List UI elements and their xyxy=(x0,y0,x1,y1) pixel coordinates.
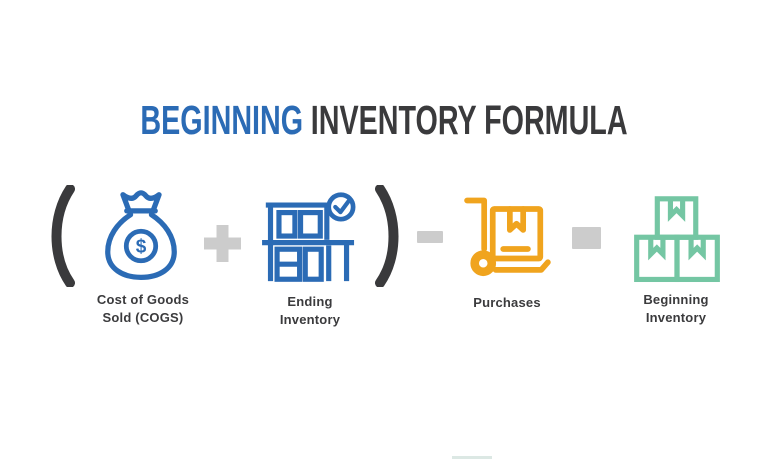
shelf-check-icon xyxy=(262,192,356,282)
plus-icon xyxy=(204,225,241,262)
equals-icon xyxy=(572,227,601,249)
title-rest: INVENTORY FORMULA xyxy=(310,97,628,143)
label-line: Inventory xyxy=(645,310,707,325)
label-line: Beginning xyxy=(643,292,709,307)
title-highlight: BEGINNING xyxy=(140,97,304,143)
watermark-sliver xyxy=(452,456,492,459)
label-line: Cost of Goods xyxy=(96,292,190,307)
dollar-symbol: $ xyxy=(136,237,147,258)
open-paren xyxy=(51,185,75,287)
label-cogs: Cost of Goods Sold (COGS) xyxy=(58,291,228,327)
label-line: Ending xyxy=(287,294,333,309)
minus-icon xyxy=(417,231,443,243)
label-purchases: Purchases xyxy=(446,294,568,312)
close-paren xyxy=(375,185,399,287)
money-bag-icon: $ xyxy=(105,190,177,280)
hand-truck-icon xyxy=(464,197,551,277)
check-badge-circle xyxy=(326,192,356,222)
label-ending-inventory: Ending Inventory xyxy=(250,293,370,329)
check-mark xyxy=(333,199,351,215)
label-line: Inventory xyxy=(279,312,341,327)
label-line: Purchases xyxy=(473,295,541,310)
label-line: Sold (COGS) xyxy=(102,310,184,325)
stacked-boxes-icon xyxy=(634,196,720,283)
label-beginning-inventory: Beginning Inventory xyxy=(614,291,738,327)
